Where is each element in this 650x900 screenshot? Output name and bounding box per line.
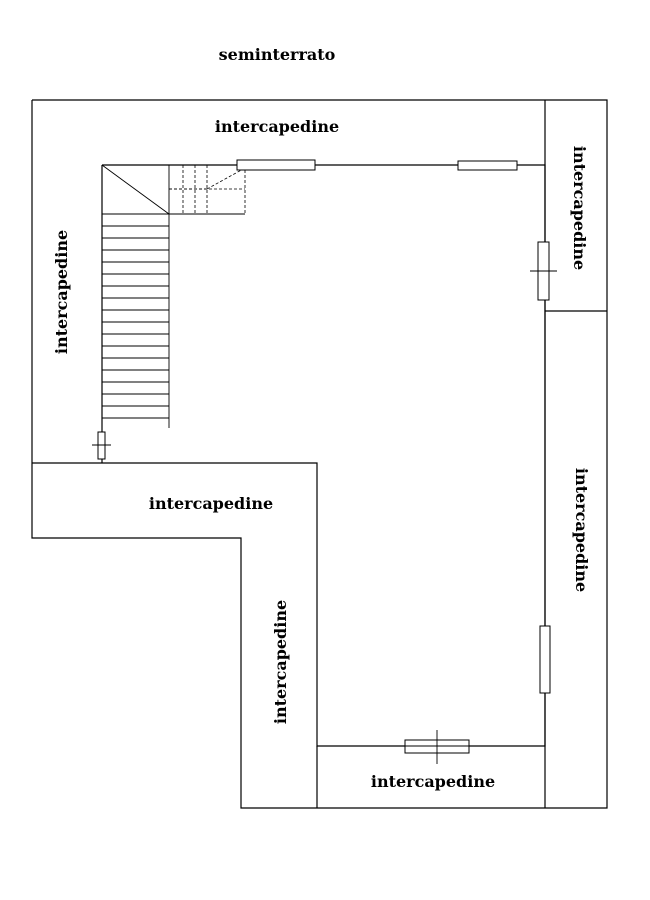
window-stair-bottom: [97, 431, 106, 460]
stair-treads: [102, 225, 169, 419]
windows: [92, 159, 557, 764]
label-right-upper-cavity: intercapedine: [570, 146, 589, 270]
label-right-lower-cavity: intercapedine: [572, 468, 591, 592]
window-top-left: [236, 159, 316, 171]
floor-title: seminterrato: [219, 45, 336, 64]
outer-walls: [31, 99, 608, 809]
window-right-lower: [539, 625, 551, 694]
window-top-right: [457, 160, 518, 171]
staircase: [101, 164, 246, 428]
label-bottom-cavity: intercapedine: [371, 772, 495, 791]
dashed-upper-flight: [169, 165, 246, 214]
label-lower-left-cavity: intercapedine: [271, 600, 290, 724]
label-left-cavity: intercapedine: [52, 230, 71, 354]
inner-walls: [32, 100, 607, 808]
label-middle-left-cavity: intercapedine: [149, 494, 273, 513]
label-top-cavity: intercapedine: [215, 117, 339, 136]
